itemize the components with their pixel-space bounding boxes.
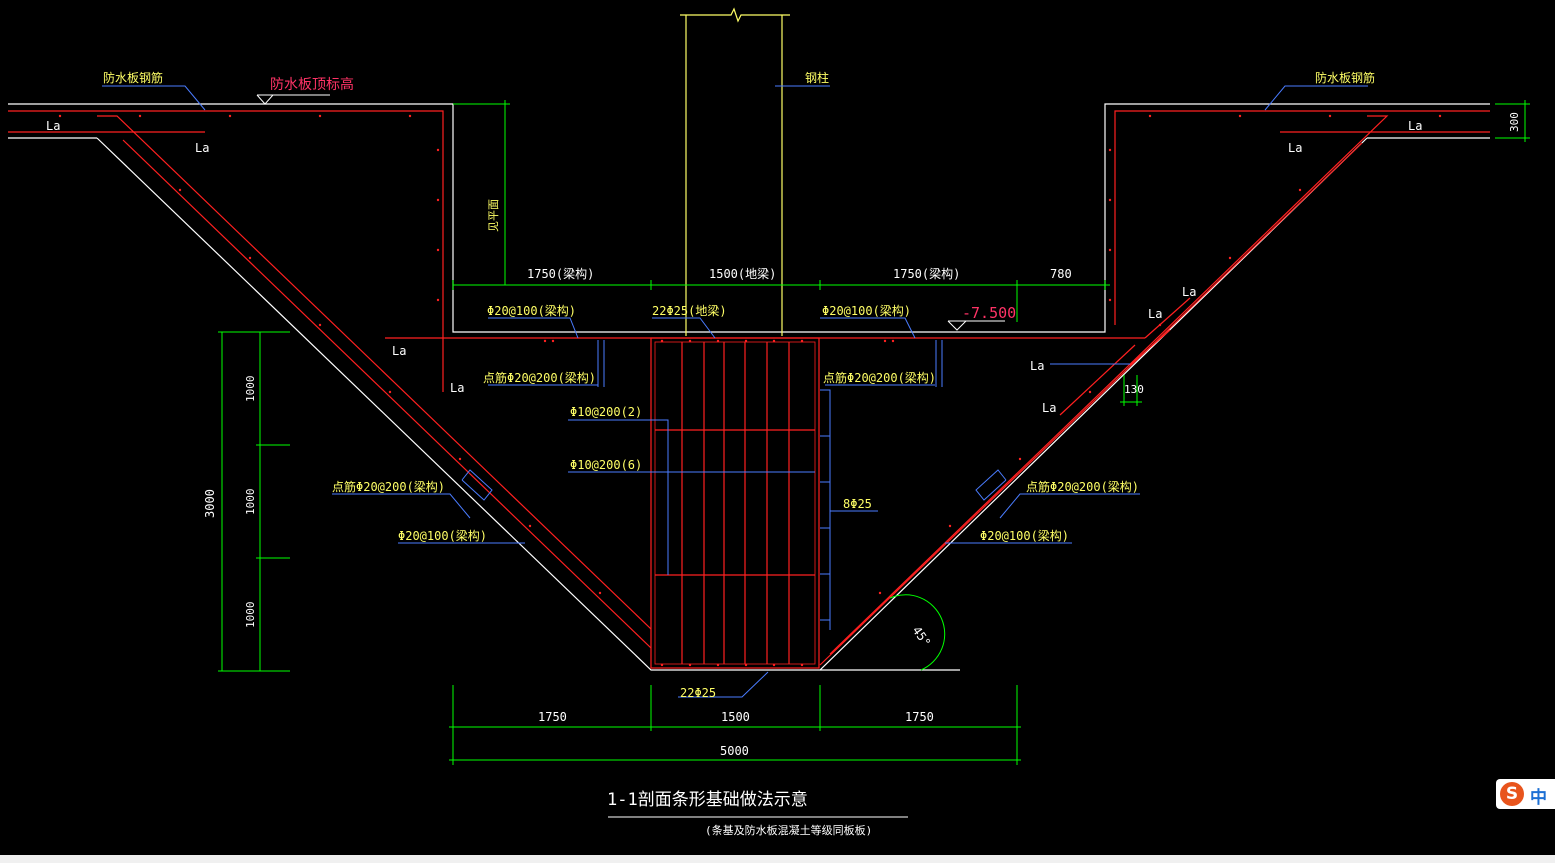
ime-mode-label: 中 — [1530, 788, 1547, 808]
label-vertical-note: 见平面 — [487, 199, 500, 232]
label-waterproof-rebar-left: 防水板钢筋 — [103, 70, 163, 85]
label-bar-slope-right: Φ20@100(梁构) — [980, 528, 1069, 543]
label-bar-dist-left: 点筋Φ20@200(梁构) — [483, 370, 596, 385]
label-stirrup-2: Φ10@200(6) — [570, 458, 642, 472]
la-7: La — [1182, 285, 1196, 299]
la-4: La — [1288, 141, 1302, 155]
dim-bottom-total: 5000 — [720, 744, 749, 758]
dim-height-2: 1000 — [244, 489, 257, 516]
sogou-ime-icon: S — [1500, 782, 1524, 806]
label-bar-top-right: Φ20@100(梁构) — [822, 303, 911, 318]
la-5: La — [392, 344, 406, 358]
dimension-lines — [218, 100, 1530, 765]
concrete-outline — [8, 103, 1490, 671]
dim-bottom-seg-1: 1750 — [538, 710, 567, 724]
drawing-title: 1-1剖面条形基础做法示意 — [607, 790, 808, 810]
dim-height-total: 3000 — [203, 489, 217, 518]
label-side-bars: 8Φ25 — [843, 497, 872, 511]
label-bar-slope-left: Φ20@100(梁构) — [398, 528, 487, 543]
label-bottom-bars: 22Φ25 — [680, 686, 716, 700]
label-waterproof-rebar-right: 防水板钢筋 — [1315, 70, 1375, 85]
label-column: 钢柱 — [805, 70, 829, 85]
elevation-markers — [256, 94, 1005, 331]
la-2: La — [195, 141, 209, 155]
dim-bottom-seg-2: 1500 — [721, 710, 750, 724]
la-10: La — [1042, 401, 1056, 415]
dim-bottom-seg-3: 1750 — [905, 710, 934, 724]
label-dist-slope-right: 点筋Φ20@200(梁构) — [1026, 479, 1139, 494]
label-elevation: -7.500 — [962, 304, 1016, 322]
dim-height-3: 1000 — [244, 602, 257, 629]
dim-300: 300 — [1508, 112, 1521, 132]
drawing-subtitle: (条基及防水板混凝土等级同板板) — [705, 823, 872, 837]
label-waterproof-top-elev: 防水板顶标高 — [270, 76, 354, 93]
la-8: La — [1148, 307, 1162, 321]
label-bar-top-left: Φ20@100(梁构) — [487, 303, 576, 318]
dim-top-seg-1: 1750(梁构) — [527, 266, 594, 281]
label-bar-dist-right: 点筋Φ20@200(梁构) — [823, 370, 936, 385]
leader-lines — [102, 85, 1368, 698]
rebar-dots — [58, 114, 1442, 667]
la-3: La — [1408, 119, 1422, 133]
dim-top-seg-2: 1500(地梁) — [709, 266, 776, 281]
label-dist-slope-left: 点筋Φ20@200(梁构) — [332, 479, 445, 494]
rebar-lines — [8, 110, 1490, 669]
la-6: La — [450, 381, 464, 395]
dim-height-1: 1000 — [244, 376, 257, 403]
dim-130: 130 — [1124, 383, 1144, 396]
dim-top-seg-3: 1750(梁构) — [893, 266, 960, 281]
bottom-edge-strip — [0, 855, 1555, 863]
label-stirrup-1: Φ10@200(2) — [570, 405, 642, 419]
la-9: La — [1030, 359, 1044, 373]
label-bar-top-main: 22Φ25(地梁) — [652, 303, 727, 318]
la-1: La — [46, 119, 60, 133]
ime-indicator[interactable]: S 中 — [1496, 779, 1555, 809]
steel-column — [680, 7, 790, 336]
dim-top-seg-4: 780 — [1050, 267, 1072, 281]
